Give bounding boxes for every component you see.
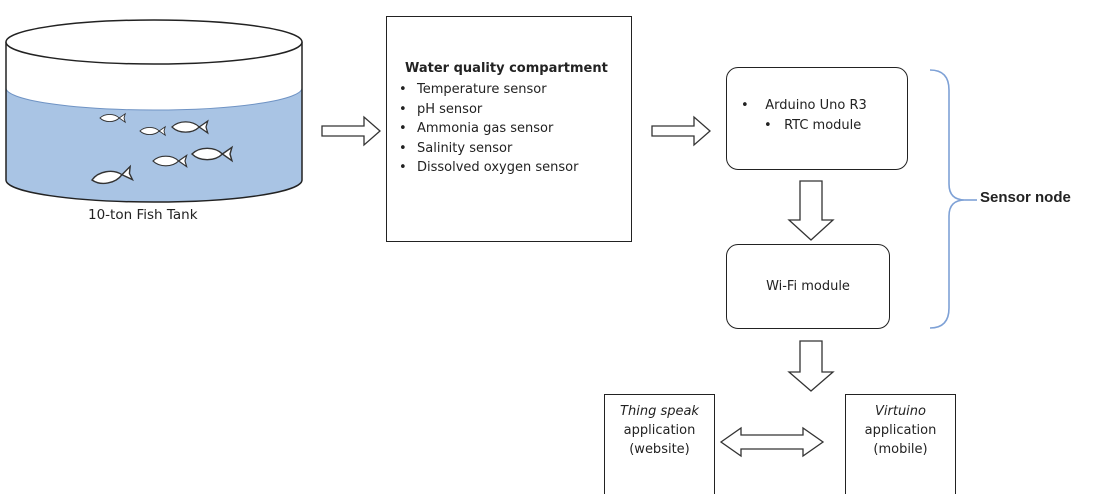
virtuino-line3: (mobile) xyxy=(873,442,928,457)
arrow-compartment-to-controller-icon xyxy=(651,115,711,147)
fish-icon xyxy=(171,119,209,135)
controller-item-label: RTC module xyxy=(784,118,862,133)
water-quality-compartment-box: Water quality compartment Temperature se… xyxy=(386,16,632,242)
sensor-node-brace xyxy=(929,69,966,329)
list-item: Ammonia gas sensor xyxy=(399,119,578,139)
thingspeak-line2: application xyxy=(623,423,696,438)
tank-body xyxy=(5,42,303,203)
fish-icon xyxy=(190,145,234,163)
controller-item-label: Arduino Uno R3 xyxy=(765,98,867,113)
controller-item-arduino: • Arduino Uno R3 xyxy=(741,98,867,113)
diagram-canvas xyxy=(5,19,977,458)
virtuino-name: Virtuino xyxy=(875,404,926,419)
tank-water xyxy=(6,88,302,202)
arrow-wifi-to-apps-icon xyxy=(787,340,835,392)
list-item: Temperature sensor xyxy=(399,80,578,100)
water-quality-title: Water quality compartment xyxy=(405,61,608,76)
fish-tank xyxy=(5,19,303,203)
fish-icon xyxy=(139,125,166,137)
thingspeak-name: Thing speak xyxy=(620,404,699,419)
thingspeak-box: Thing speak application (website) xyxy=(604,394,715,494)
wifi-module-box: Wi-Fi module xyxy=(726,244,890,329)
tank-label: 10-ton Fish Tank xyxy=(88,207,198,223)
fish-icon xyxy=(91,164,134,185)
virtuino-box: Virtuino application (mobile) xyxy=(845,394,956,494)
list-item: pH sensor xyxy=(399,100,578,120)
controller-box: • Arduino Uno R3 • RTC module xyxy=(726,67,908,170)
sensor-list: Temperature sensor pH sensor Ammonia gas… xyxy=(399,80,578,178)
thingspeak-line3: (website) xyxy=(629,442,690,457)
arrow-tank-to-compartment-icon xyxy=(321,115,381,147)
virtuino-line2: application xyxy=(864,423,937,438)
controller-item-rtc: • RTC module xyxy=(764,118,861,133)
sensor-node-label: Sensor node xyxy=(980,189,1071,206)
fish-icon xyxy=(152,153,188,169)
tank-rim xyxy=(5,19,303,65)
tank-water-surface xyxy=(5,87,303,111)
bidirectional-arrow-icon xyxy=(719,426,825,458)
bullet: • xyxy=(741,98,766,113)
wifi-module-label: Wi-Fi module xyxy=(766,279,850,294)
fish-icon xyxy=(99,112,126,124)
bullet: • xyxy=(764,118,785,133)
list-item: Dissolved oxygen sensor xyxy=(399,158,578,178)
list-item: Salinity sensor xyxy=(399,139,578,159)
arrow-controller-to-wifi-icon xyxy=(787,180,835,241)
